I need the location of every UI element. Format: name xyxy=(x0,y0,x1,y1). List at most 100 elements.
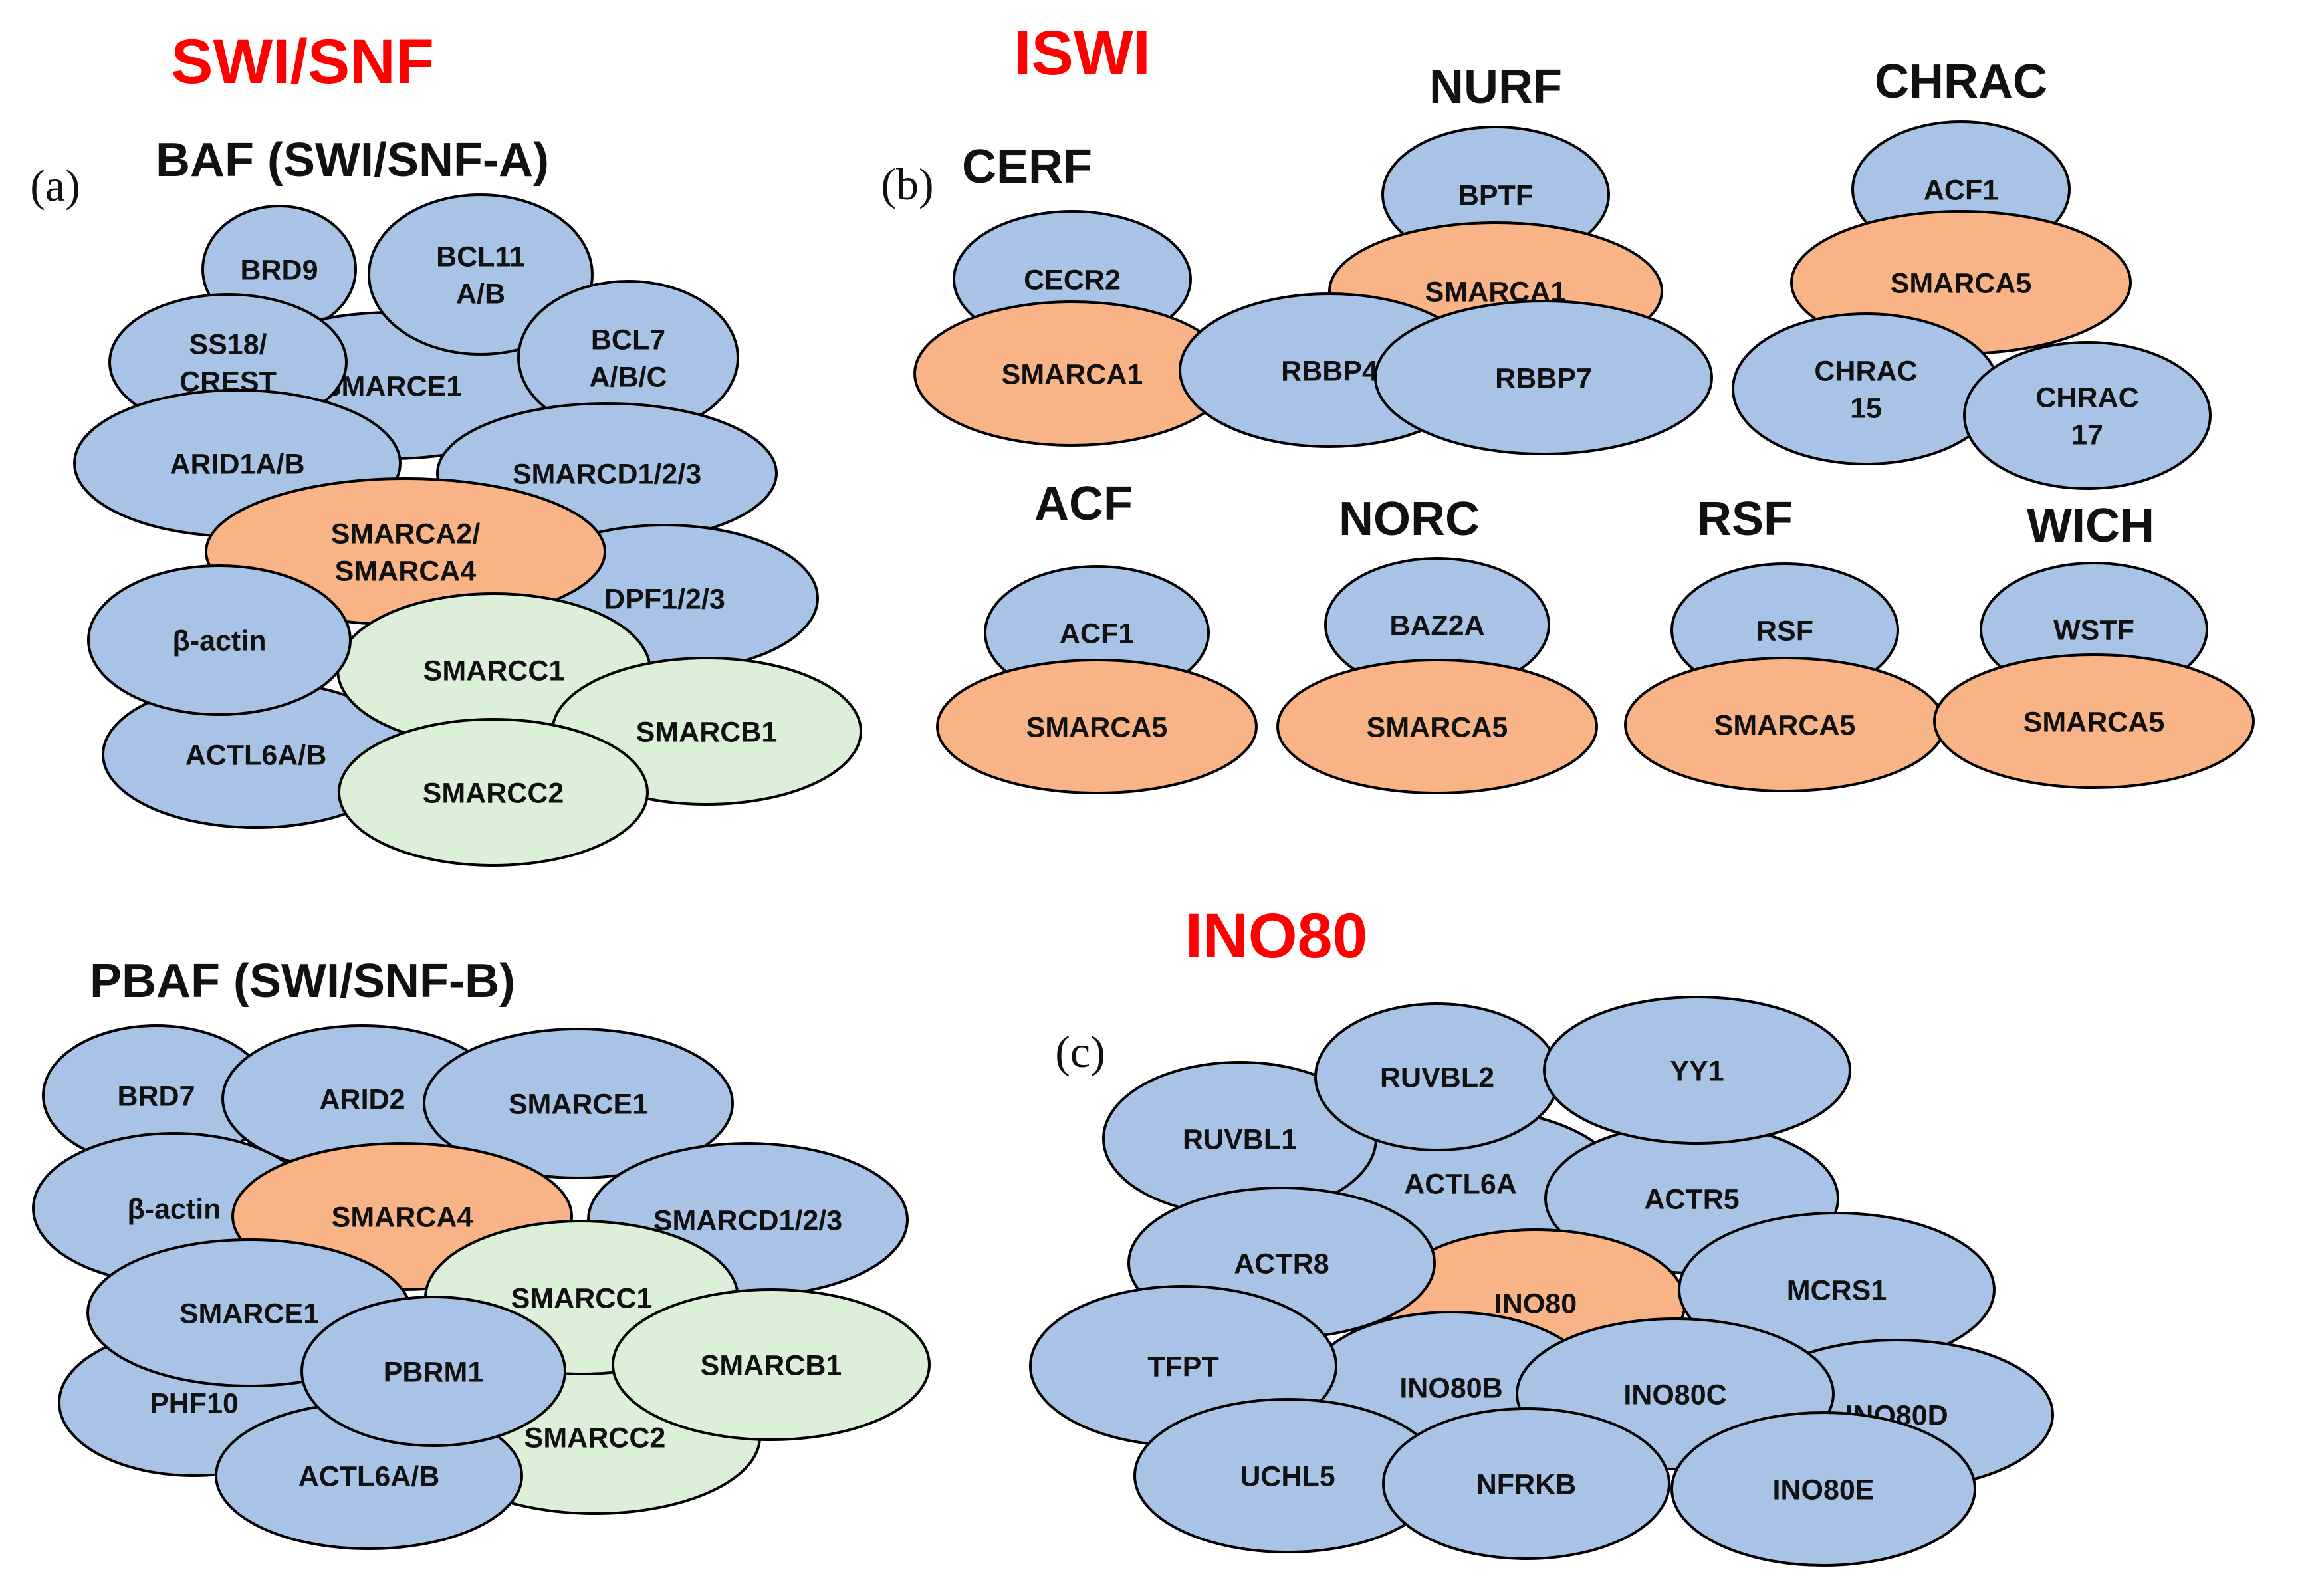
subunit-label: RBBP7 xyxy=(1495,362,1592,394)
subunit-label: NFRKB xyxy=(1476,1468,1576,1500)
subunit-label: SMARCA5 xyxy=(2023,706,2165,738)
subunit-label: BPTF xyxy=(1458,179,1533,211)
subunit: SMARCA5 xyxy=(1276,659,1598,794)
subunit-label: INO80C xyxy=(1623,1379,1726,1411)
subunit-label: DPF1/2/3 xyxy=(604,583,725,615)
subunit: SMARCA5 xyxy=(1933,653,2255,789)
subunit: SMARCB1 xyxy=(612,1288,931,1441)
subunit-label: ACTR8 xyxy=(1234,1248,1329,1280)
subunit-label: SMARCE1 xyxy=(322,370,462,402)
subunit: MCRS1 xyxy=(1678,1212,1996,1367)
subunit-ellipse xyxy=(1732,312,2000,465)
subunit: β-actin xyxy=(87,564,352,716)
complex-title-pbaf: PBAF (SWI/SNF-B) xyxy=(90,955,515,1008)
subunit-ellipse xyxy=(1382,1407,1670,1560)
subunit: SMARCA5 xyxy=(936,659,1258,794)
subunit-label: ACF1 xyxy=(1060,618,1134,649)
panel-label-b: (b) xyxy=(881,159,933,209)
subunit-ellipse xyxy=(936,659,1258,794)
subunit-label: ARID1A/B xyxy=(170,448,304,480)
subunit-label: SMARCA5 xyxy=(1714,709,1856,741)
subunit-label: CHRAC xyxy=(1814,355,1917,387)
subunit-label: SMARCA1 xyxy=(1002,358,1143,390)
complex-title-acf: ACF xyxy=(1034,477,1133,530)
subunit-label: BCL11 xyxy=(436,241,525,273)
subunit-label: SMARCC2 xyxy=(524,1422,666,1454)
subunit-ellipses: BRD9SMARCE1BCL11A/BSS18/CRESTBCL7A/B/CSM… xyxy=(32,120,2255,1567)
subunit-label: ARID2 xyxy=(319,1083,405,1115)
subunit-label: SMARCB1 xyxy=(636,716,778,748)
subunit: INO80E xyxy=(1670,1411,1976,1567)
subunit-ellipse xyxy=(1933,653,2255,789)
panel-label-c: (c) xyxy=(1055,1026,1105,1077)
panel-label-a: (a) xyxy=(30,160,80,211)
family-title-ino80: INO80 xyxy=(1185,901,1368,971)
subunit-label: SMARCA4 xyxy=(332,1201,473,1233)
subunit-ellipse xyxy=(87,564,352,716)
subunit-label: WSTF xyxy=(2053,614,2134,646)
subunit-ellipse xyxy=(1670,1411,1976,1567)
subunit-label: BRD9 xyxy=(240,254,318,286)
subunit-label: SMARCE1 xyxy=(179,1298,319,1329)
subunit-label: SS18/ xyxy=(189,328,267,360)
subunit-ellipse xyxy=(423,1028,734,1179)
subunit-label: PHF10 xyxy=(150,1387,239,1419)
subunit-label: β-actin xyxy=(173,625,267,657)
subunit: YY1 xyxy=(1543,996,1851,1145)
subunit-label: ACTL6A xyxy=(1404,1168,1517,1200)
subunit: SMARCA1 xyxy=(913,300,1231,447)
subunit: RUVBL2 xyxy=(1314,1002,1560,1151)
subunit-label: BCL7 xyxy=(591,324,665,356)
subunit-label: A/B xyxy=(456,278,505,310)
subunit-label: SMARCB1 xyxy=(701,1349,842,1381)
subunit-label: CECR2 xyxy=(1024,264,1121,296)
titles-layer: SWI/SNF ISWI INO80 (a) (b) (c) BAF (SWI/… xyxy=(30,18,2154,1077)
subunit-label: A/B/C xyxy=(589,361,667,393)
subunit-label: INO80 xyxy=(1494,1288,1577,1319)
subunit-ellipse xyxy=(300,1296,566,1447)
subunit-label: SMARCA2/ xyxy=(331,518,481,550)
subunit-label: BRD7 xyxy=(117,1080,195,1112)
subunit-label: SMARCD1/2/3 xyxy=(513,458,701,490)
subunit-label: ACF1 xyxy=(1924,174,1998,206)
subunit-label: RUVBL2 xyxy=(1380,1062,1494,1093)
subunit-label: SMARCC2 xyxy=(423,777,564,809)
subunit: SMARCC2 xyxy=(338,718,649,867)
subunit: PBRM1 xyxy=(300,1296,566,1447)
subunit-label: INO80E xyxy=(1773,1474,1875,1506)
complex-title-nurf: NURF xyxy=(1429,60,1562,114)
subunit-label: TFPT xyxy=(1147,1351,1218,1383)
subunit-ellipse xyxy=(1963,341,2212,490)
subunit-label: ACTL6A/B xyxy=(185,739,327,771)
subunit-label: SMARCE1 xyxy=(509,1088,648,1120)
subunit-label: PBRM1 xyxy=(384,1356,484,1388)
subunit-label: UCHL5 xyxy=(1240,1460,1335,1492)
subunit-label: 15 xyxy=(1850,392,1882,424)
subunit-label: BAZ2A xyxy=(1389,610,1484,641)
subunit-ellipse xyxy=(338,718,649,867)
subunit-ellipse xyxy=(1276,659,1598,794)
subunit-label: YY1 xyxy=(1670,1055,1724,1087)
complex-title-baf: BAF (SWI/SNF-A) xyxy=(156,134,549,187)
subunit-label: RBBP4 xyxy=(1281,355,1378,387)
complex-title-wich: WICH xyxy=(2027,499,2154,552)
subunit-label: RSF xyxy=(1756,615,1813,647)
subunit: NFRKB xyxy=(1382,1407,1670,1560)
subunit-label: SMARCA5 xyxy=(1367,711,1508,743)
complex-title-cerf: CERF xyxy=(962,140,1092,193)
subunit-label: β-actin xyxy=(128,1193,221,1225)
subunit-label: ACTR5 xyxy=(1644,1183,1739,1215)
subunit: RBBP7 xyxy=(1374,300,1713,455)
subunit: SMARCE1 xyxy=(423,1028,734,1179)
subunit-label: RUVBL1 xyxy=(1183,1123,1297,1155)
subunit-ellipse xyxy=(1374,300,1713,455)
complex-title-norc: NORC xyxy=(1339,493,1480,546)
subunit-ellipse xyxy=(1543,996,1851,1145)
subunit-label: SMARCD1/2/3 xyxy=(653,1204,842,1236)
family-title-swi-snf: SWI/SNF xyxy=(171,27,434,97)
subunit-label: 17 xyxy=(2071,419,2103,451)
subunit-label: ACTL6A/B xyxy=(298,1460,440,1492)
subunit-label: SMARCC1 xyxy=(423,655,565,687)
